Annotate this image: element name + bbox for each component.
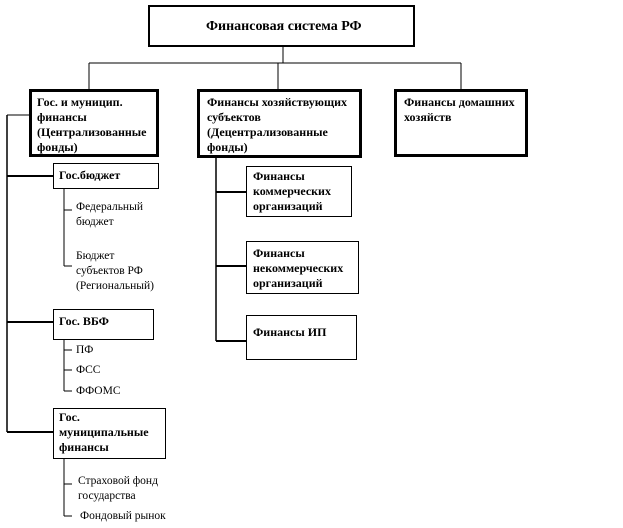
insurance-fund-item: Страховой фонд государства: [78, 475, 158, 502]
business-finances-label: Финансы хозяйствующих субъектов (Децентр…: [207, 95, 348, 154]
state-budget-label: Гос.бюджет: [59, 168, 121, 182]
commercial-orgs-label: Финансы коммерческих организаций: [253, 169, 331, 213]
gov-finances-label: Гос. и муницип. финансы (Централизованны…: [37, 95, 147, 154]
gov-finances-box: Гос. и муницип. финансы (Централизованны…: [29, 89, 159, 157]
entrepreneur-finances-label: Финансы ИП: [253, 325, 327, 339]
state-vbf-label: Гос. ВБФ: [59, 314, 109, 328]
state-vbf-box: Гос. ВБФ: [53, 309, 154, 340]
pf-item: ПФ: [76, 344, 94, 356]
household-finances-box: Финансы домашних хозяйств: [394, 89, 528, 157]
municipal-finances-label: Гос. муниципальные финансы: [59, 410, 149, 454]
regional-budget-item: Бюджет субъектов РФ (Региональный): [76, 250, 155, 292]
fss-item: ФСС: [76, 364, 101, 376]
business-finances-box: Финансы хозяйствующих субъектов (Децентр…: [197, 89, 362, 158]
ffoms-item: ФФОМС: [76, 385, 121, 397]
commercial-orgs-box: Финансы коммерческих организаций: [246, 166, 352, 217]
state-budget-box: Гос.бюджет: [53, 163, 159, 189]
municipal-finances-box: Гос. муниципальные финансы: [53, 408, 166, 459]
entrepreneur-finances-box: Финансы ИП: [246, 315, 357, 360]
federal-budget-item: Федеральный бюджет: [76, 201, 143, 228]
root-title: Финансовая система РФ: [206, 19, 362, 34]
noncommercial-orgs-box: Финансы некоммерческих организаций: [246, 241, 359, 294]
root-box: Финансовая система РФ: [148, 5, 415, 47]
noncommercial-orgs-label: Финансы некоммерческих организаций: [253, 246, 344, 290]
household-finances-label: Финансы домашних хозяйств: [404, 95, 515, 124]
stock-market-item: Фондовый рынок: [80, 510, 166, 522]
